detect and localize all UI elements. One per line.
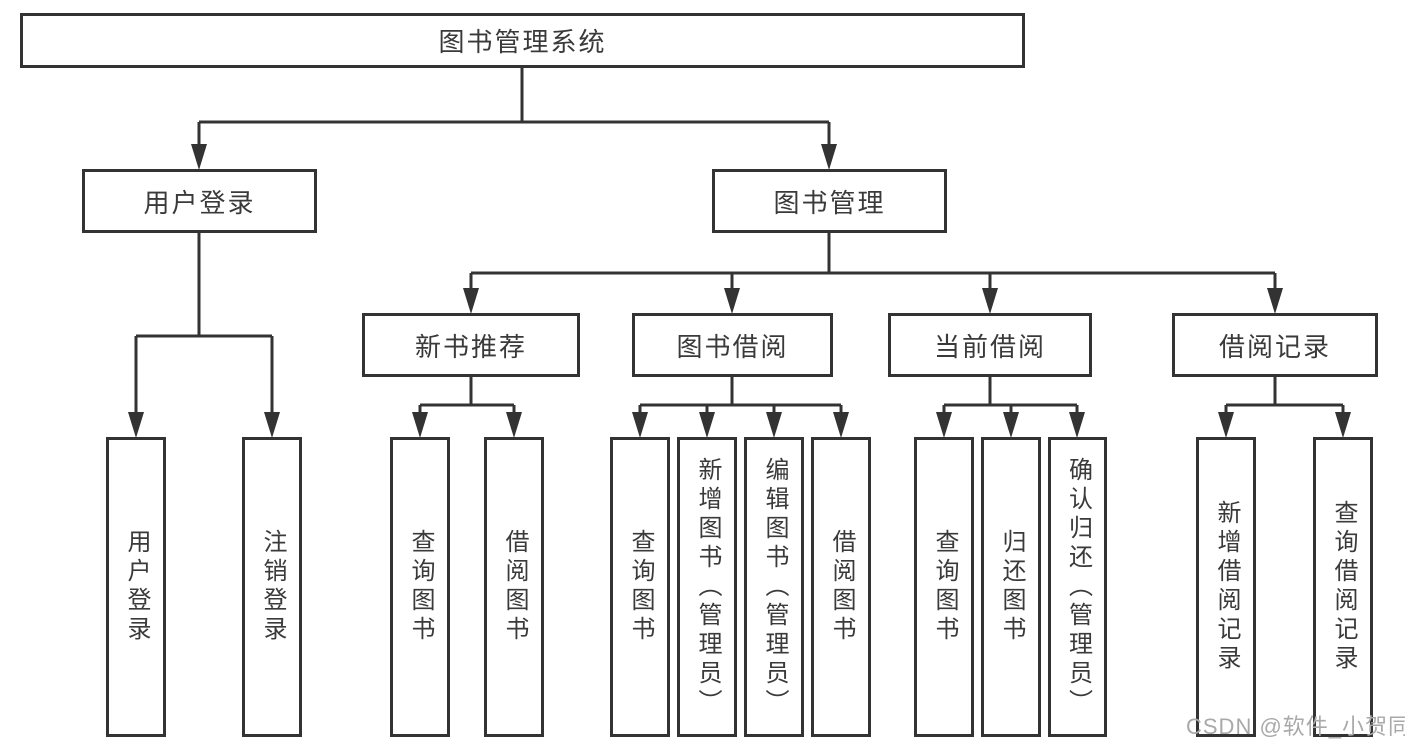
node-new-book-recommend: 新书推荐 [362,313,580,377]
leaf-edit-book-admin: 编辑图书（管理员） [744,437,804,737]
node-book-management: 图书管理 [712,169,947,233]
leaf-logout: 注销登录 [242,437,302,737]
leaf-add-book-admin: 新增图书（管理员） [677,437,737,737]
leaf-borrow-books-recommend: 借阅图书 [484,437,544,737]
connector-current-borrow [936,377,1085,438]
connector-new-book-recommend [412,377,522,438]
leaf-return-book: 归还图书 [981,437,1041,737]
leaf-add-borrow-record: 新增借阅记录 [1196,437,1256,737]
leaf-query-books-current: 查询图书 [914,437,974,737]
leaf-query-borrow-record: 查询借阅记录 [1313,437,1373,737]
connector-user-login [128,233,280,438]
connector-book-management [463,233,1283,314]
node-book-borrow: 图书借阅 [632,313,833,377]
node-library-management-system: 图书管理系统 [20,13,1025,68]
node-user-login: 用户登录 [82,169,317,233]
leaf-borrow-books: 借阅图书 [811,437,871,737]
watermark: CSDN @软件_小贺同学 [1186,714,1405,739]
leaf-query-books-recommend: 查询图书 [390,437,450,737]
leaf-query-books-borrow: 查询图书 [610,437,670,737]
node-current-borrow: 当前借阅 [888,313,1092,377]
connector-book-borrow [632,377,849,438]
connector-borrow-records [1218,377,1351,438]
node-borrow-records: 借阅记录 [1172,313,1378,377]
leaf-user-login: 用户登录 [106,437,166,737]
leaf-confirm-return-admin: 确认归还（管理员） [1048,437,1107,737]
connector-root [191,68,837,170]
